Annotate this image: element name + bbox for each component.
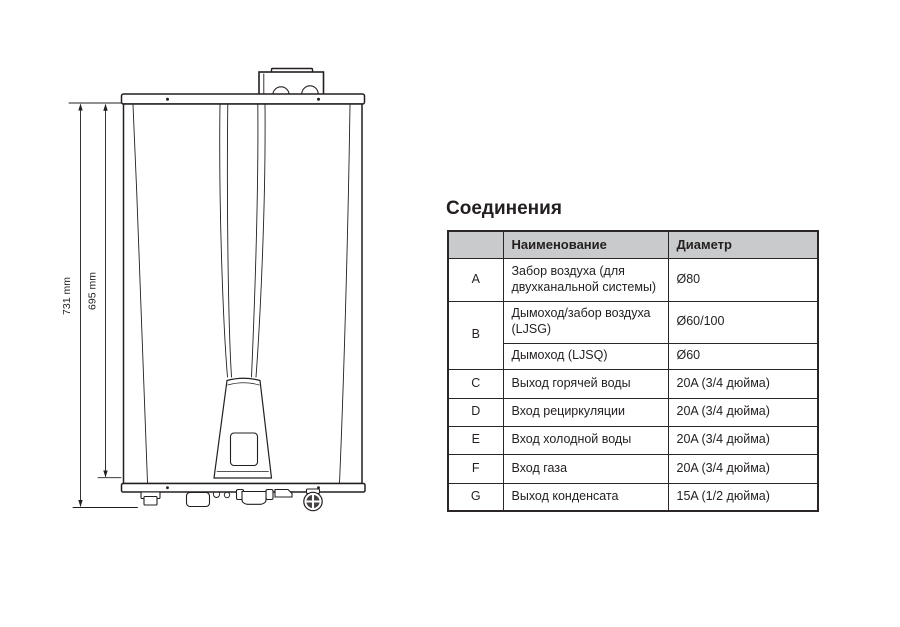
dimension-731-label: 731 mm [61, 277, 73, 315]
row-key: G [447, 482, 504, 512]
header-name-cell: Наименование [502, 230, 669, 259]
section-title: Соединения [446, 198, 562, 219]
row-name: Вход холодной воды [502, 425, 669, 455]
table-row: Дымоход (LJSQ) Ø60 [448, 342, 819, 370]
display-window [229, 432, 259, 467]
connections-table: Наименование Диаметр A Забор воздуха (дл… [447, 230, 819, 512]
header-corner-cell [447, 230, 504, 259]
table-row: B Дымоход/забор воздуха (LJSG) Ø60/100 [447, 300, 819, 370]
row-key: B [447, 300, 504, 370]
unit-top-panel [120, 93, 366, 105]
water-heater-diagram: 731 mm 695 mm [61, 67, 366, 512]
row-name: Забор воздуха (для двухканальной системы… [502, 257, 669, 302]
cold-water-fitting [241, 490, 267, 505]
row-name: Вход рециркуляции [502, 397, 669, 427]
screw-dot [317, 97, 320, 101]
row-key: C [447, 368, 504, 399]
dimension-695 [97, 103, 122, 479]
drain-valve [303, 488, 323, 512]
row-diameter: 20A (3/4 дюйма) [667, 397, 819, 427]
table-row: C Выход горячей воды 20A (3/4 дюйма) [447, 368, 819, 399]
left-panel-seam [132, 104, 148, 484]
pipe-connections [140, 488, 323, 512]
header-diameter-cell: Диаметр [667, 230, 819, 259]
dimension-731 [68, 102, 138, 508]
table-header-row: Наименование Диаметр [447, 230, 819, 259]
table-row: D Вход рециркуляции 20A (3/4 дюйма) [447, 397, 819, 427]
row-diameter: 20A (3/4 дюйма) [667, 453, 819, 484]
small-port [223, 491, 231, 499]
screw-dot [317, 486, 320, 490]
row-name: Дымоход (LJSQ) [502, 342, 669, 370]
row-name: Вход газа [502, 453, 669, 484]
table-row: E Вход холодной воды 20A (3/4 дюйма) [447, 425, 819, 455]
gas-inlet-fitting [185, 491, 211, 508]
screw-dot [166, 486, 169, 490]
recirculation-fitting [274, 488, 293, 498]
table-row: G Выход конденсата 15A (1/2 дюйма) [447, 482, 819, 512]
table-row: F Вход газа 20A (3/4 дюйма) [447, 453, 819, 484]
row-key: F [447, 453, 504, 484]
row-key: A [447, 257, 504, 302]
right-panel-seam [339, 104, 351, 484]
row-diameter: Ø60/100 [667, 300, 819, 344]
row-diameter: Ø80 [667, 257, 819, 302]
row-diameter: 20A (3/4 дюйма) [667, 425, 819, 455]
row-diameter: 15A (1/2 дюйма) [667, 482, 819, 512]
table-row: A Забор воздуха (для двухканальной систе… [447, 257, 819, 302]
screw-dot [166, 97, 169, 101]
bracket-hook [213, 491, 220, 498]
row-key: D [447, 397, 504, 427]
dimension-695-label: 695 mm [87, 272, 99, 310]
row-key: E [447, 425, 504, 455]
row-name: Дымоход/забор воздуха (LJSG) [502, 300, 669, 344]
row-diameter: 20A (3/4 дюйма) [667, 368, 819, 399]
row-name: Выход конденсата [502, 482, 669, 512]
row-name: Выход горячей воды [502, 368, 669, 399]
control-panel-housing [213, 377, 273, 479]
row-diameter: Ø60 [667, 342, 819, 370]
